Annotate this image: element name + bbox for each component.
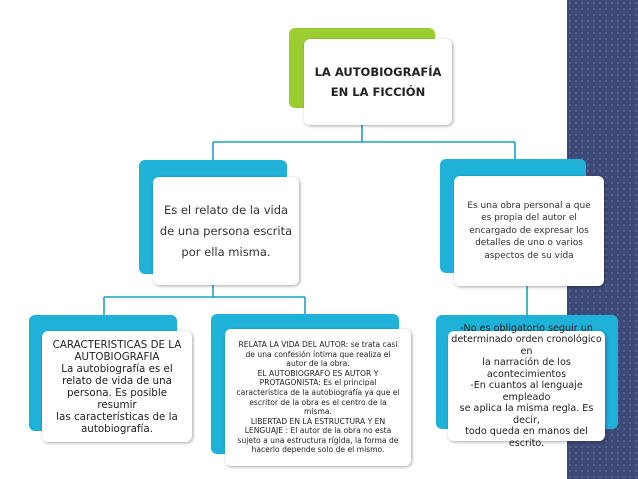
root-node-text: LA AUTOBIOGRAFÍA EN LA FICCIÓN [314,65,442,99]
right-branch-text: Es una obra personal a que es propia del… [467,200,591,261]
right-branch-node: Es una obra personal a que es propia del… [454,176,604,286]
left-branch-text: Es el relato de la vida de una persona e… [159,202,293,259]
left-leaf-node: CARACTERISTICAS DE LA AUTOBIOGRAFIA La a… [42,331,192,442]
middle-leaf-node: RELATA LA VIDA DEL AUTOR: se trata casi … [225,329,411,466]
right-leaf-node: -No es obligatorio seguir un determinado… [448,323,605,449]
right-leaf-text: -No es obligatorio seguir un determinado… [451,322,602,449]
middle-leaf-text: RELATA LA VIDA DEL AUTOR: se trata casi … [236,339,400,455]
left-branch-node: Es el relato de la vida de una persona e… [153,177,299,285]
root-node: LA AUTOBIOGRAFÍA EN LA FICCIÓN [304,39,452,125]
left-leaf-text: CARACTERISTICAS DE LA AUTOBIOGRAFIA La a… [52,338,182,435]
